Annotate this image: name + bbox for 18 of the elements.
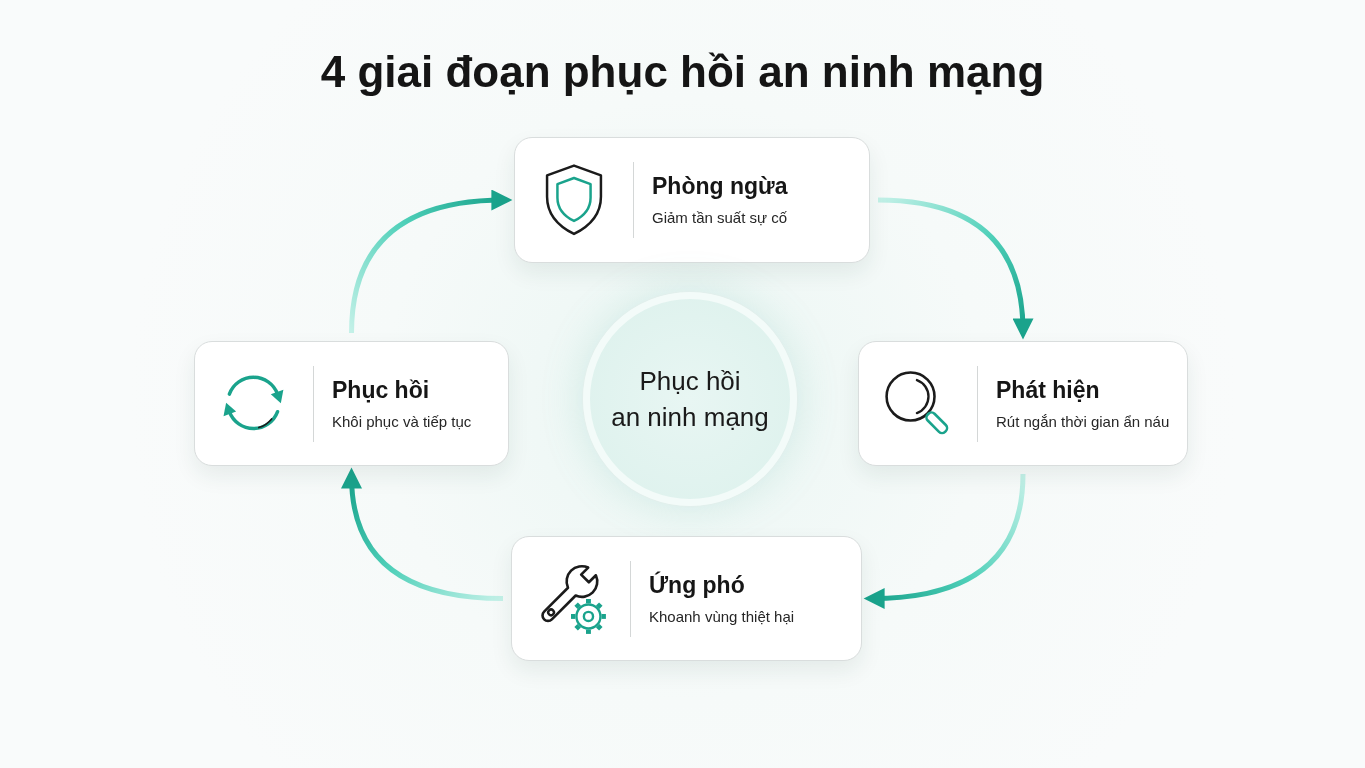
stage-title: Phòng ngừa bbox=[652, 172, 788, 201]
cycle-arrow bbox=[863, 473, 1026, 609]
stage-description: Khoanh vùng thiệt hại bbox=[649, 606, 795, 627]
stage-description: Khôi phục và tiếp tục bbox=[332, 411, 472, 432]
stage-card bbox=[858, 341, 1188, 466]
stage-description: Rút ngắn thời gian ẩn náu bbox=[996, 411, 1170, 432]
cycle-arrow bbox=[341, 467, 504, 601]
stage-title: Phát hiện bbox=[996, 375, 1101, 405]
stage-card bbox=[194, 341, 509, 466]
diagram-title: 4 giai đoạn phục hồi an ninh mạng bbox=[320, 46, 1045, 98]
stage-title: Ứng phó bbox=[649, 570, 746, 600]
stage-description: Giảm tần suất sự cố bbox=[652, 208, 788, 228]
stage-card bbox=[514, 137, 870, 263]
cycle-arrow bbox=[877, 197, 1033, 340]
cycle-arrow bbox=[349, 190, 513, 334]
stage-card bbox=[511, 536, 862, 661]
stage-title: Phục hồi bbox=[332, 375, 431, 405]
center-label: Phục hồi an ninh mạng bbox=[611, 365, 769, 434]
